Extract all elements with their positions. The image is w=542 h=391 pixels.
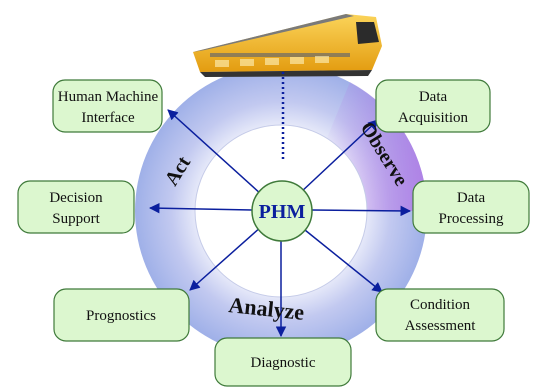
arrow-to-data-acquisition (299, 119, 379, 194)
arrow-to-condition-assessment (299, 225, 383, 293)
arrow-to-hmi (167, 109, 263, 196)
phm-center (251, 180, 313, 242)
arrow-to-prognostics (189, 225, 263, 291)
arrow-to-decision-support (148, 202, 253, 214)
node-data-acquisition-line1: Data (419, 89, 448, 105)
node-data-processing: Data Processing (412, 180, 530, 234)
node-diagnostic-line1: Diagnostic (251, 355, 316, 371)
observe-ring-highlight (322, 82, 428, 211)
train-icon (193, 14, 382, 77)
phm-label: PHM (259, 201, 306, 223)
node-hmi-line2: Interface (81, 110, 135, 126)
node-condition-assessment-line2: Assessment (405, 318, 477, 334)
node-prognostics-line1: Prognostics (86, 308, 156, 324)
node-hmi-line1: Human Machine (58, 89, 159, 105)
node-data-acquisition-line2: Acquisition (398, 110, 468, 126)
node-decision-support-line1: Decision (49, 190, 103, 206)
node-decision-support-line2: Support (52, 211, 100, 227)
node-hmi: Human Machine Interface (52, 79, 163, 133)
arrow-to-data-processing (311, 205, 412, 217)
node-data-processing-line2: Processing (439, 211, 504, 227)
node-decision-support: Decision Support (17, 180, 135, 234)
arrows (148, 109, 412, 338)
node-data-processing-line1: Data (457, 190, 486, 206)
node-condition-assessment-line1: Condition (410, 297, 471, 313)
node-prognostics: Prognostics (53, 288, 190, 342)
node-diagnostic: Diagnostic (214, 337, 352, 387)
node-data-acquisition: Data Acquisition (375, 79, 491, 133)
node-condition-assessment: Condition Assessment (375, 288, 505, 342)
